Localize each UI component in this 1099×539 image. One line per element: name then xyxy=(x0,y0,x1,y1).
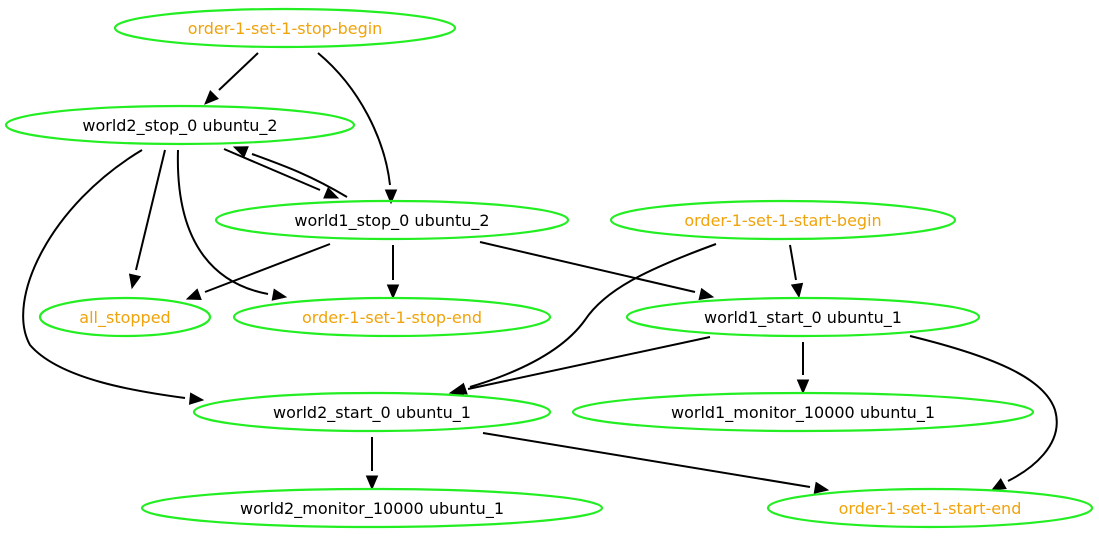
edge-line xyxy=(204,243,331,293)
node-ellipse xyxy=(232,296,552,338)
edge-line xyxy=(909,335,1058,482)
node-n10[interactable]: world2_monitor_10000 ubuntu_1 xyxy=(140,487,604,529)
arrowhead-icon xyxy=(813,481,830,494)
node-ellipse xyxy=(609,199,957,241)
arrowhead-icon xyxy=(232,146,249,158)
edge-n3-n5 xyxy=(185,243,331,301)
node-label: world2_start_0 ubuntu_1 xyxy=(273,403,471,423)
node-ellipse xyxy=(140,487,604,529)
edge-line xyxy=(479,241,696,293)
node-label: world2_monitor_10000 ubuntu_1 xyxy=(240,499,504,519)
edge-n3-n2 xyxy=(232,146,348,198)
edge-n7-n11 xyxy=(909,335,1058,491)
edge-n2-n6 xyxy=(176,149,288,301)
node-ellipse xyxy=(4,104,356,146)
node-n3[interactable]: world1_stop_0 ubuntu_2 xyxy=(214,199,570,241)
edge-line xyxy=(176,149,269,295)
arrowhead-icon xyxy=(185,288,202,301)
arrowhead-icon xyxy=(204,90,219,105)
edge-n8-n11 xyxy=(482,432,830,494)
node-n8[interactable]: world2_start_0 ubuntu_1 xyxy=(192,391,552,433)
edge-line xyxy=(789,244,797,281)
edge-n7-n9 xyxy=(796,342,810,395)
node-ellipse xyxy=(766,487,1094,529)
arrowhead-icon xyxy=(271,288,288,301)
edge-n8-n10 xyxy=(365,437,379,491)
arrowhead-icon xyxy=(698,287,715,301)
edge-n2-n3 xyxy=(223,148,340,199)
node-ellipse xyxy=(214,199,570,241)
arrowhead-icon xyxy=(188,392,205,405)
edge-n1-n2 xyxy=(204,52,259,105)
arrowhead-icon xyxy=(796,379,810,395)
arrowhead-icon xyxy=(790,282,804,299)
arrowhead-icon xyxy=(990,478,1007,491)
arrowhead-icon xyxy=(323,187,340,199)
arrowhead-icon xyxy=(365,475,379,491)
arrowhead-icon xyxy=(128,273,142,290)
edge-line xyxy=(317,52,391,186)
node-n6[interactable]: order-1-set-1-stop-end xyxy=(232,296,552,338)
edge-line xyxy=(135,149,166,271)
edge-n2-n5 xyxy=(128,149,166,290)
node-label: order-1-set-1-start-begin xyxy=(684,211,881,230)
node-n9[interactable]: world1_monitor_10000 ubuntu_1 xyxy=(571,391,1035,433)
node-label: all_stopped xyxy=(79,308,170,328)
node-n1[interactable]: order-1-set-1-stop-begin xyxy=(113,7,457,49)
edge-line xyxy=(22,149,186,399)
edge-line xyxy=(251,153,348,198)
node-n2[interactable]: world2_stop_0 ubuntu_2 xyxy=(4,104,356,146)
edge-n2-n8 xyxy=(22,149,205,405)
edge-n3-n7 xyxy=(479,241,715,301)
node-ellipse xyxy=(113,7,457,49)
arrowhead-icon xyxy=(386,284,400,300)
node-n5[interactable]: all_stopped xyxy=(38,296,212,338)
node-label: world2_stop_0 ubuntu_2 xyxy=(82,116,277,136)
edge-line xyxy=(467,336,711,390)
node-ellipse xyxy=(625,296,981,338)
edge-line xyxy=(218,52,259,91)
arrowhead-icon xyxy=(384,189,398,205)
nodes-layer: order-1-set-1-stop-begin world2_stop_0 ub… xyxy=(4,7,1094,529)
node-n11[interactable]: order-1-set-1-start-end xyxy=(766,487,1094,529)
node-n4[interactable]: order-1-set-1-start-begin xyxy=(609,199,957,241)
edge-n7-n8 xyxy=(448,336,711,397)
edge-line xyxy=(482,432,811,488)
node-ellipse xyxy=(571,391,1035,433)
node-n7[interactable]: world1_start_0 ubuntu_1 xyxy=(625,296,981,338)
node-ellipse xyxy=(192,391,552,433)
node-label: order-1-set-1-start-end xyxy=(839,499,1022,518)
edge-n3-n6 xyxy=(386,245,400,300)
node-label: order-1-set-1-stop-end xyxy=(302,308,482,327)
edge-n1-n3 xyxy=(317,52,398,205)
edge-line xyxy=(469,243,717,388)
edge-n4-n7 xyxy=(789,244,804,299)
node-label: world1_start_0 ubuntu_1 xyxy=(704,308,902,328)
node-label: world1_stop_0 ubuntu_2 xyxy=(294,211,489,231)
edge-line xyxy=(223,148,321,191)
node-ellipse xyxy=(38,296,212,338)
edges-layer xyxy=(22,52,1058,494)
node-label: order-1-set-1-stop-begin xyxy=(188,19,383,38)
node-label: world1_monitor_10000 ubuntu_1 xyxy=(671,403,935,423)
